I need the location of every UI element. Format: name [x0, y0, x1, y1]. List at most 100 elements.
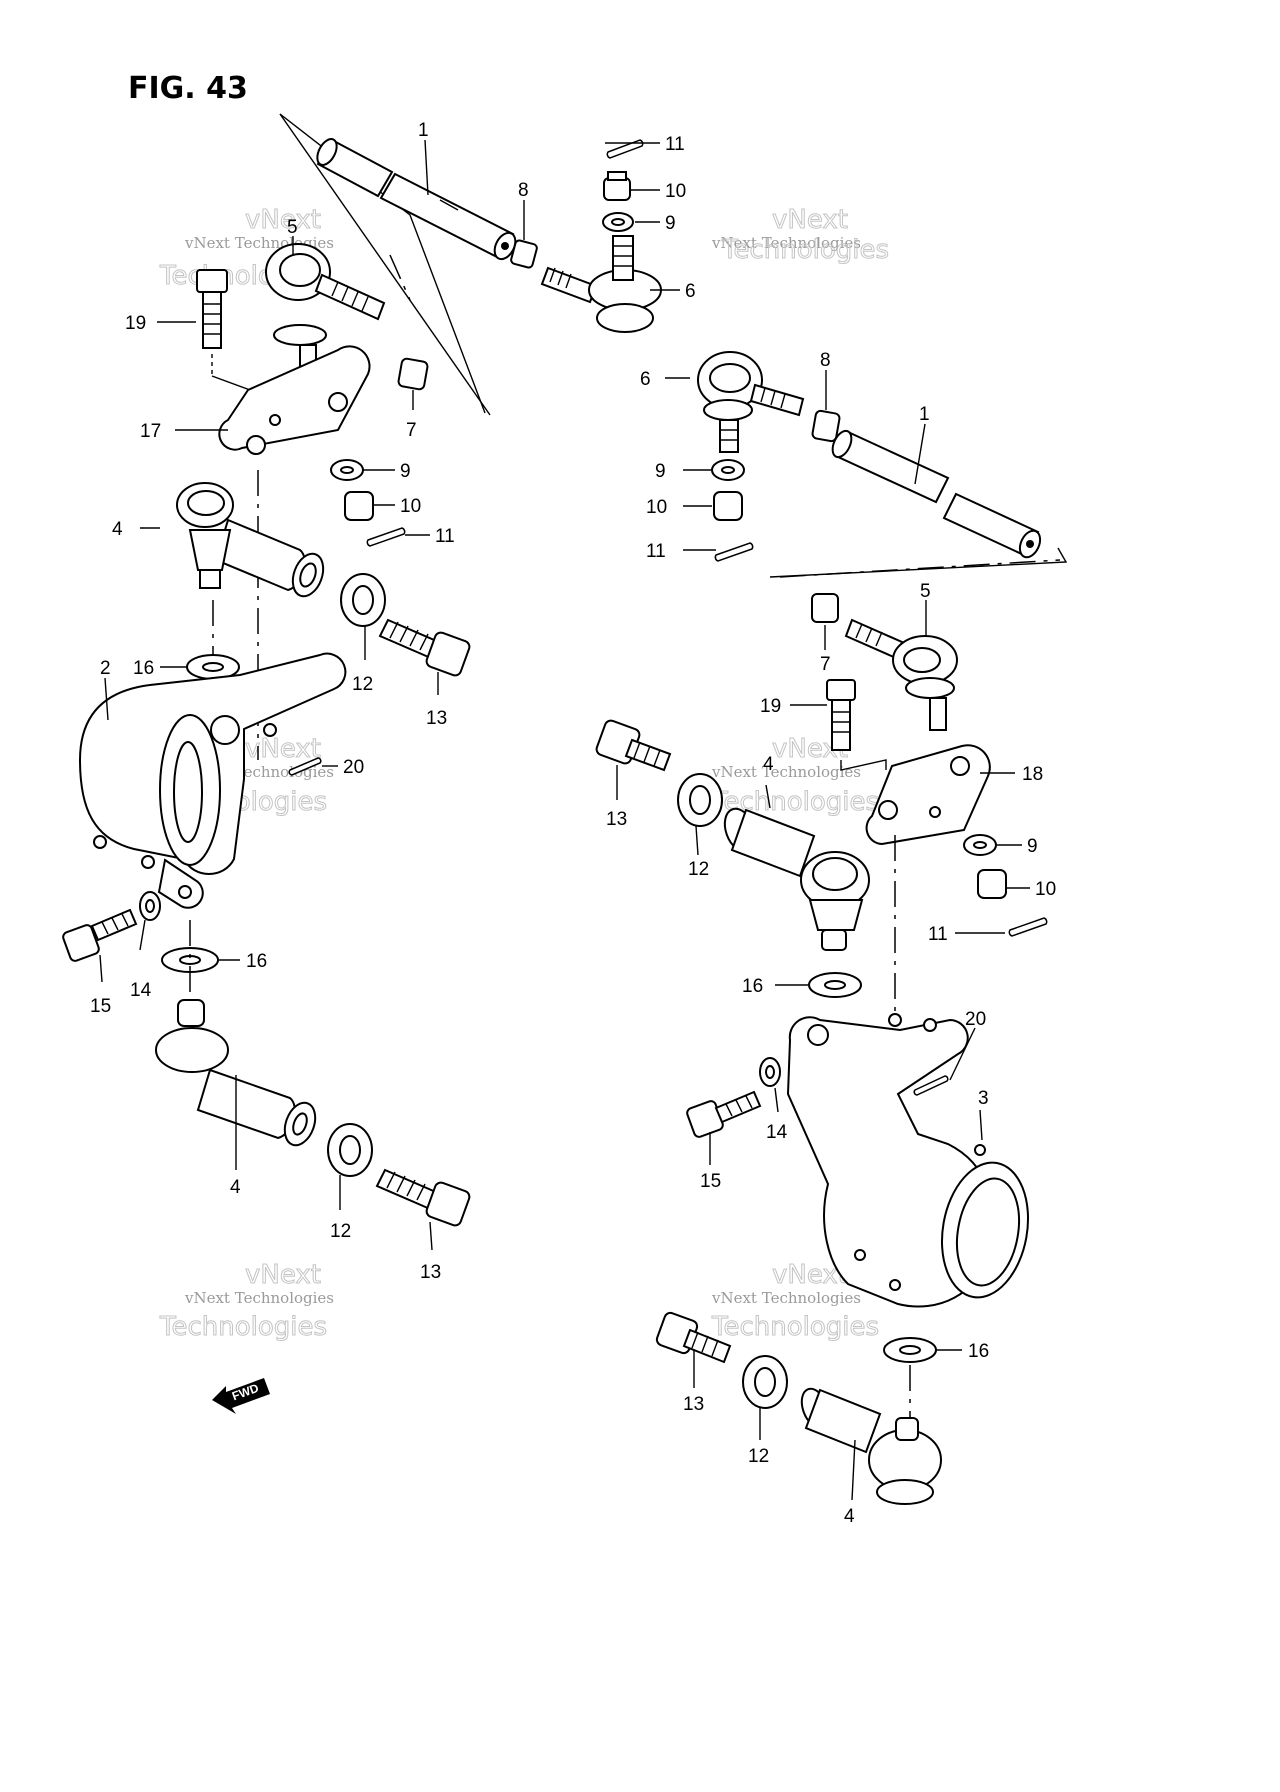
castle-nut — [977, 869, 1007, 899]
callout-10: 10 — [665, 181, 686, 202]
callout-4: 4 — [230, 1177, 241, 1198]
callout-1: 1 — [919, 404, 930, 425]
callout-12: 12 — [352, 674, 373, 695]
nut — [510, 239, 538, 269]
ball-joint — [540, 235, 662, 333]
callout-7: 7 — [406, 420, 417, 441]
callout-20: 20 — [343, 757, 364, 778]
cotter-pin — [366, 527, 406, 547]
callout-12: 12 — [748, 1446, 769, 1467]
callout-8: 8 — [518, 180, 529, 201]
cotter-pin — [606, 139, 644, 159]
washer — [330, 459, 364, 481]
ball-joint — [844, 618, 958, 731]
knuckle-arm — [218, 345, 371, 760]
figure-title: FIG. 43 — [128, 71, 248, 106]
bolt — [196, 269, 251, 410]
svg-text:Technologies: Technologies — [159, 1312, 327, 1342]
callout-9: 9 — [1027, 836, 1038, 857]
callout-8: 8 — [820, 350, 831, 371]
bolt — [378, 618, 471, 677]
callout-12: 12 — [688, 859, 709, 880]
castle-nut — [344, 491, 374, 521]
tie-rod-sleeve — [831, 429, 1042, 559]
washer — [711, 459, 745, 481]
bolt — [375, 1168, 471, 1227]
svg-text:vNext: vNext — [772, 205, 848, 235]
svg-text:vNext: vNext — [245, 1260, 321, 1290]
spacer — [340, 573, 386, 627]
callout-17: 17 — [140, 421, 161, 442]
callout-15: 15 — [700, 1171, 721, 1192]
callouts: 1 11 10 8 9 6 5 19 7 17 9 10 11 4 16 2 1… — [90, 120, 1056, 1527]
callout-16: 16 — [246, 951, 267, 972]
callout-9: 9 — [400, 461, 411, 482]
callout-13: 13 — [683, 1394, 704, 1415]
callout-6: 6 — [640, 369, 651, 390]
callout-16: 16 — [742, 976, 763, 997]
knuckle — [786, 1013, 1030, 1308]
callout-16: 16 — [133, 658, 154, 679]
tie-rod-assembly-left — [176, 113, 662, 760]
callout-11: 11 — [665, 134, 685, 155]
callout-11: 11 — [646, 541, 666, 562]
callout-18: 18 — [1022, 764, 1043, 785]
callout-2: 2 — [100, 658, 111, 679]
callout-4: 4 — [844, 1506, 855, 1527]
bolt — [62, 908, 138, 962]
callout-4: 4 — [763, 754, 774, 775]
callout-20: 20 — [965, 1009, 986, 1030]
washer — [759, 1057, 781, 1087]
callout-4: 4 — [112, 519, 123, 540]
callout-10: 10 — [400, 496, 421, 517]
washer — [963, 834, 997, 856]
callout-10: 10 — [646, 497, 667, 518]
svg-text:vNext: vNext — [245, 205, 321, 235]
washer — [602, 212, 634, 232]
callout-13: 13 — [420, 1262, 441, 1283]
callout-13: 13 — [606, 809, 627, 830]
watermark-top-right: vNext Technologies vNext Technologies — [711, 205, 890, 266]
callout-14: 14 — [130, 980, 152, 1001]
spacer — [742, 1355, 788, 1409]
callout-11: 11 — [928, 924, 948, 945]
callout-15: 15 — [90, 996, 111, 1017]
callout-16: 16 — [968, 1341, 989, 1362]
ball-joint — [176, 482, 325, 720]
ball-joint — [723, 807, 870, 951]
callout-7: 7 — [820, 654, 831, 675]
callout-10: 10 — [1035, 879, 1056, 900]
ball-joint — [155, 999, 317, 1147]
bolt — [826, 679, 887, 771]
svg-text:vNext Technologies: vNext Technologies — [711, 763, 861, 781]
fwd-arrow-icon: FWD — [212, 1378, 270, 1414]
cotter-pin — [1008, 917, 1048, 937]
castle-nut — [713, 491, 743, 521]
bolt — [655, 1311, 732, 1364]
callout-19: 19 — [760, 696, 781, 717]
nut — [811, 409, 841, 443]
callout-9: 9 — [655, 461, 666, 482]
cotter-pin — [288, 757, 322, 776]
ball-joint — [265, 243, 386, 374]
svg-text:Technologies: Technologies — [721, 235, 889, 265]
spacer — [327, 1123, 373, 1177]
svg-text:vNext Technologies: vNext Technologies — [711, 234, 861, 252]
knuckle — [78, 652, 347, 909]
cotter-pin — [913, 1075, 949, 1096]
watermark-top-left: vNext Technologies vNext Technologies — [159, 205, 335, 292]
tie-rod-sleeve — [316, 138, 517, 261]
callout-14: 14 — [766, 1122, 788, 1143]
callout-3: 3 — [978, 1088, 989, 1109]
watermark-bottom-right: vNext Technologies vNext Technologies — [711, 1260, 880, 1343]
watermark-bottom-left: vNext Technologies vNext Technologies — [159, 1260, 335, 1343]
bolt — [686, 1090, 762, 1138]
callout-5: 5 — [920, 581, 931, 602]
nut — [397, 357, 429, 391]
svg-text:vNext: vNext — [245, 734, 321, 764]
svg-text:vNext Technologies: vNext Technologies — [711, 1289, 861, 1307]
callout-5: 5 — [287, 217, 298, 238]
svg-text:Technologies: Technologies — [711, 1312, 879, 1342]
leader-lines — [99, 139, 1030, 1501]
